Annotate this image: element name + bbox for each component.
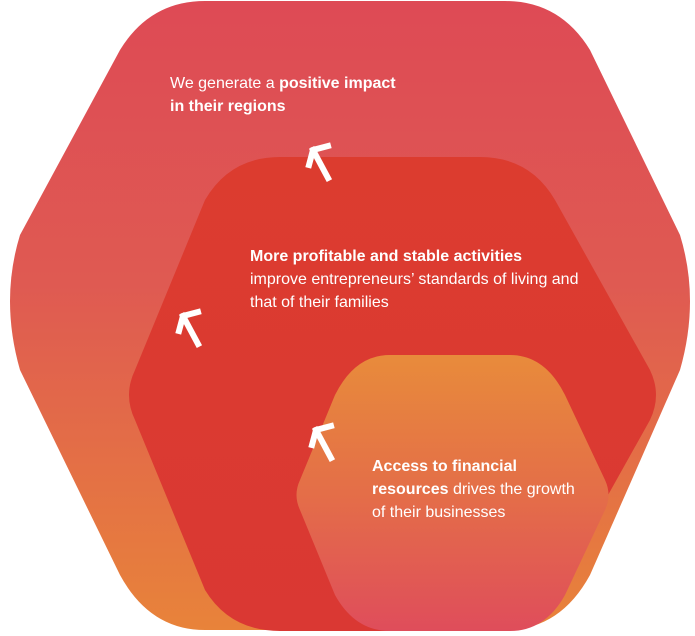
- inner-hexagon: [296, 355, 609, 631]
- middle-activities-text: More profitable and stable activities imp…: [250, 245, 590, 314]
- outer-impact-text: We generate a positive impact in their r…: [170, 72, 410, 118]
- inner-text-plain: drives the growth of their businesses: [372, 481, 575, 521]
- middle-text-bold: More profitable and stable activities: [250, 248, 523, 265]
- inner-text-bold: Access to financial resources: [372, 458, 517, 498]
- arrow-up-left-icon: [305, 142, 333, 183]
- outer-text-plain: We generate a: [170, 75, 280, 92]
- inner-access-text: Access to financial resources drives the…: [372, 455, 582, 524]
- arrow-up-left-icon: [175, 308, 203, 349]
- arrow-up-left-icon: [308, 422, 336, 463]
- outer-text-bold: positive impact in their regions: [170, 75, 396, 115]
- middle-text-plain: improve entrepreneurs’ standards of livi…: [250, 271, 579, 311]
